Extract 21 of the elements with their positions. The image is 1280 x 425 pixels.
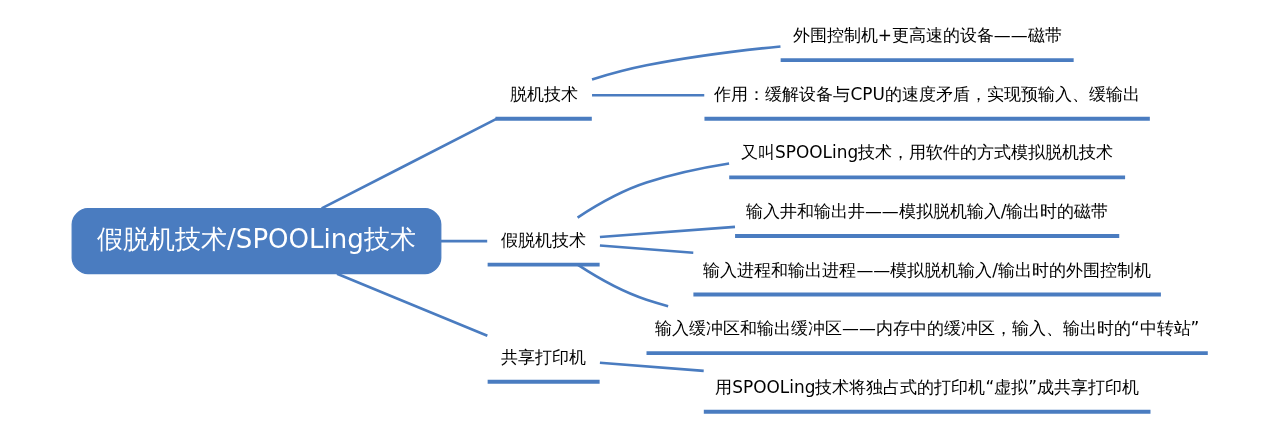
node-text: 外围控制机+更高速的设备——磁带 xyxy=(792,25,1062,46)
node-box: 假脱机技术/SPOOLing技术 xyxy=(71,207,442,275)
connector xyxy=(576,162,730,219)
node-text: 用SPOOLing技术将独占式的打印机“虚拟”成共享打印机 xyxy=(715,376,1139,397)
connector xyxy=(336,272,488,337)
node-text: 作用：缓解设备与CPU的速度矛盾，实现预输入、缓输出 xyxy=(714,83,1140,104)
connector xyxy=(599,244,694,255)
node-text: 共享打印机 xyxy=(501,346,587,367)
node-text: 假脱机技术 xyxy=(501,229,587,250)
node-text: 脱机技术 xyxy=(509,83,578,104)
connector xyxy=(591,45,781,81)
connector xyxy=(440,239,488,243)
node-text: 输入进程和输出进程——模拟脱机输入/输出时的外围控制机 xyxy=(703,259,1151,280)
node-text: 又叫SPOOLing技术，用软件的方式模拟脱机技术 xyxy=(741,142,1114,163)
node-text: 输入缓冲区和输出缓冲区——内存中的缓冲区，输入、输出时的“中转站” xyxy=(654,318,1200,339)
connector xyxy=(576,263,669,308)
connector xyxy=(592,94,705,97)
connector xyxy=(599,361,704,373)
node-text: 输入井和输出井——模拟脱机输入/输出时的磁带 xyxy=(745,200,1109,221)
connector xyxy=(321,117,497,210)
connector xyxy=(599,225,736,239)
